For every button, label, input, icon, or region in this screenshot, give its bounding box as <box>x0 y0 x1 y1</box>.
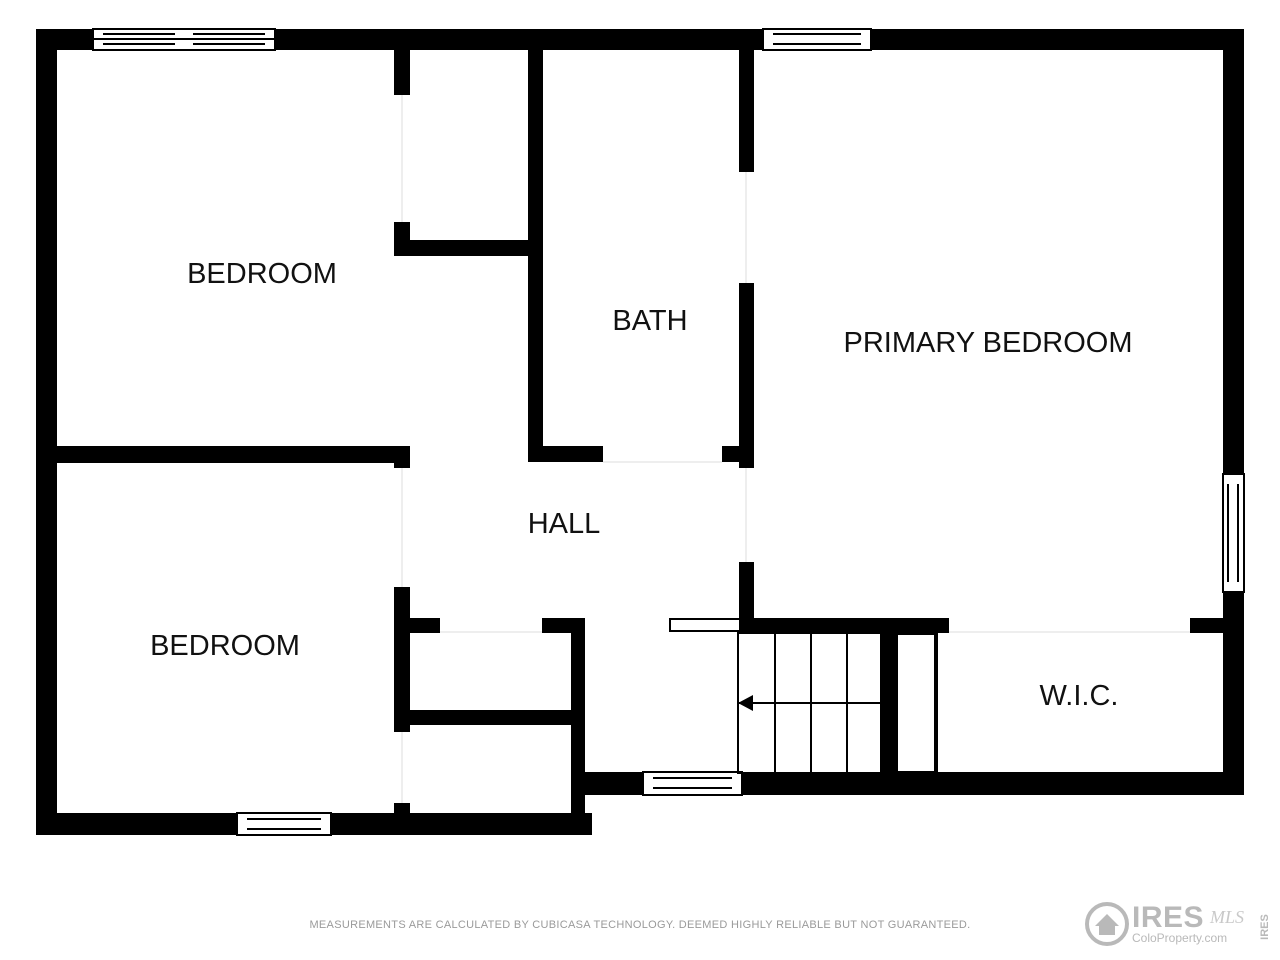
measurement-disclaimer: MEASUREMENTS ARE CALCULATED BY CUBICASA … <box>309 919 971 931</box>
logo-name: IRES <box>1132 901 1205 934</box>
logo-mls: MLS <box>1210 907 1245 927</box>
windows <box>92 28 1245 836</box>
stairs <box>737 632 882 774</box>
room-label-bath: BATH <box>612 305 687 337</box>
room-label-bedroom-top: BEDROOM <box>187 258 337 290</box>
stairs-arrow-icon <box>738 695 753 711</box>
room-label-wic: W.I.C. <box>1040 680 1119 712</box>
window-bottom-hall <box>642 771 743 796</box>
opening-lines <box>401 95 1190 803</box>
window-top-right <box>762 28 872 51</box>
logo-vertical-text: IRES <box>1258 914 1271 940</box>
window-right <box>1222 473 1245 593</box>
room-label-hall: HALL <box>528 508 601 540</box>
logo-url: ColoProperty.com <box>1132 931 1228 945</box>
room-label-bedroom-bottom: BEDROOM <box>150 630 300 662</box>
house-badge-icon <box>1085 902 1129 946</box>
exterior-walls <box>36 29 1244 835</box>
room-label-primary-bedroom: PRIMARY BEDROOM <box>844 327 1133 359</box>
window-bottom-left <box>236 812 332 836</box>
ires-logo: IRES MLS ColoProperty.com IRES <box>1084 895 1274 955</box>
door-threshold <box>669 618 741 632</box>
interior-walls <box>40 40 1230 819</box>
